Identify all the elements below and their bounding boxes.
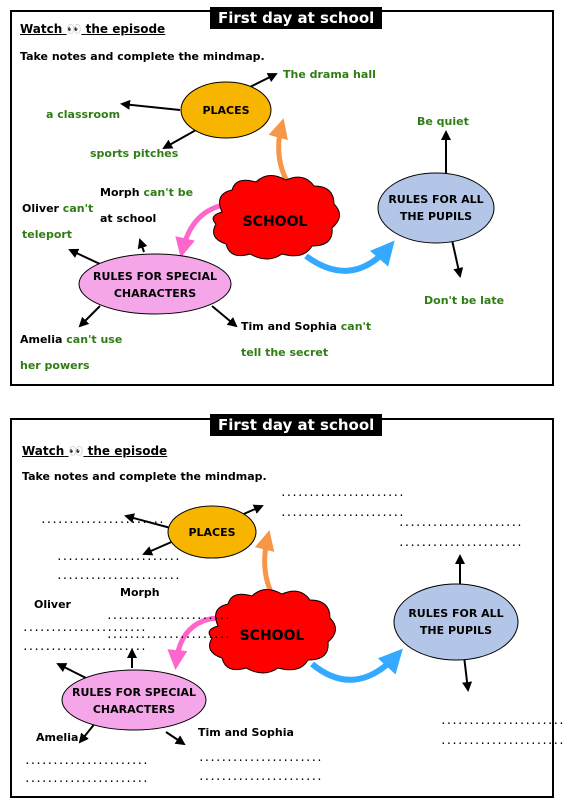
connector-line [56, 663, 91, 681]
blank-line: ...................... [440, 734, 565, 747]
episode-text: the episode [85, 22, 166, 36]
classroom-text: a classroom [46, 108, 121, 121]
watch-text-2: Watch [22, 444, 65, 458]
oliver-rule-1: can't [62, 202, 94, 215]
amelia-rule-1: can't use [66, 333, 123, 346]
page-title-2: First day at school [210, 414, 383, 436]
morph-name-2: Morph [120, 586, 160, 599]
blank-line: ...................... [398, 516, 523, 529]
places-label: PLACES [202, 104, 249, 117]
blank-line: ...................... [106, 628, 231, 641]
amelia-name-2: Amelia [36, 731, 79, 744]
school-label-2: SCHOOL [240, 628, 305, 644]
school-node [212, 175, 340, 260]
rules-all-node [377, 172, 495, 244]
blank-line: ...................... [440, 714, 565, 727]
places-label-2: PLACES [188, 526, 235, 539]
places-node [180, 81, 272, 139]
morph-rule-1: can't be [143, 186, 194, 199]
oliver-name: Oliver [22, 202, 59, 215]
oliver-rule: Oliver can't [22, 202, 93, 215]
tim-sophia-name-2: Tim and Sophia [198, 726, 294, 739]
morph-rule-2: at school [100, 212, 157, 225]
watch-label-2: Watch 👀 the episode [22, 444, 167, 458]
amelia-rule-2: her powers [20, 359, 90, 372]
blank-line: ...................... [198, 751, 323, 764]
tim-sophia-name: Tim and Sophia [241, 320, 337, 333]
rules-all-label-2b: THE PUPILS [420, 624, 492, 637]
tim-rule-2: tell the secret [241, 346, 329, 359]
morph-name: Morph [100, 186, 140, 199]
oliver-name-2: Oliver [34, 598, 71, 611]
connector-line [78, 305, 101, 328]
be-quiet-text: Be quiet [417, 115, 469, 128]
blue-arrow [304, 240, 395, 274]
connector-line [451, 239, 464, 278]
watch-text: Watch [20, 22, 63, 36]
rules-all-node [393, 583, 519, 661]
blank-line: ...................... [280, 486, 405, 499]
places-node [167, 505, 257, 559]
rules-special-label-2b: CHARACTERS [93, 703, 175, 716]
blank-line: ...................... [24, 772, 149, 785]
page-title: First day at school [210, 7, 383, 29]
rules-special-node [61, 669, 207, 731]
blank-line: ...................... [22, 640, 147, 653]
morph-rule: Morph can't be [100, 186, 193, 199]
blank-line: ...................... [56, 550, 181, 563]
watch-label: Watch 👀 the episode [20, 22, 165, 36]
instruction-text: Take notes and complete the mindmap. [20, 50, 265, 63]
sports-pitches-text: sports pitches [90, 147, 179, 160]
blank-line: ...................... [24, 754, 149, 767]
connector-line [162, 129, 197, 149]
tim-sophia-rule: Tim and Sophia can't [241, 320, 371, 333]
oliver-rule-2: teleport [22, 228, 73, 241]
rules-special-label-1: RULES FOR SPECIAL [93, 270, 217, 283]
blank-line: ...................... [398, 536, 523, 549]
instruction-text-2: Take notes and complete the mindmap. [22, 470, 267, 483]
rules-special-node [78, 253, 232, 315]
top-mindmap: PLACES SCHOOL RULES FOR ALL THE PUPILS R… [68, 73, 495, 328]
rules-special-label-2: CHARACTERS [114, 287, 196, 300]
blank-line: ...................... [198, 770, 323, 783]
rules-all-label-1: RULES FOR ALL [388, 193, 483, 206]
rules-all-label-2: THE PUPILS [400, 210, 472, 223]
drama-hall-text: The drama hall [283, 68, 376, 81]
eyes-icon: 👀 [66, 22, 82, 36]
rules-special-label-1b: RULES FOR SPECIAL [72, 686, 196, 699]
episode-text-2: the episode [87, 444, 168, 458]
connector-line [462, 655, 473, 692]
tim-rule-1: can't [340, 320, 372, 333]
amelia-rule: Amelia can't use [20, 333, 122, 346]
dont-be-late-text: Don't be late [424, 294, 505, 307]
connector-line [142, 539, 177, 556]
blank-line: ...................... [56, 569, 181, 582]
blue-arrow [310, 648, 403, 683]
eyes-icon: 👀 [68, 444, 84, 458]
rules-all-label-1b: RULES FOR ALL [408, 607, 503, 620]
bottom-mindmap: PLACES SCHOOL RULES FOR ALL THE PUPILS R… [56, 504, 519, 746]
connector-line [165, 731, 186, 746]
connector-line [211, 305, 238, 328]
school-label: SCHOOL [243, 214, 308, 230]
connector-line [137, 238, 148, 253]
amelia-name: Amelia [20, 333, 63, 346]
blank-line: ...................... [40, 513, 165, 526]
connector-line [68, 248, 101, 265]
connector-line [120, 99, 181, 111]
school-node [208, 589, 336, 674]
blank-line: ...................... [22, 621, 147, 634]
blank-line: ...................... [280, 506, 405, 519]
pink-arrow [167, 615, 217, 670]
blank-line: ...................... [106, 609, 231, 622]
